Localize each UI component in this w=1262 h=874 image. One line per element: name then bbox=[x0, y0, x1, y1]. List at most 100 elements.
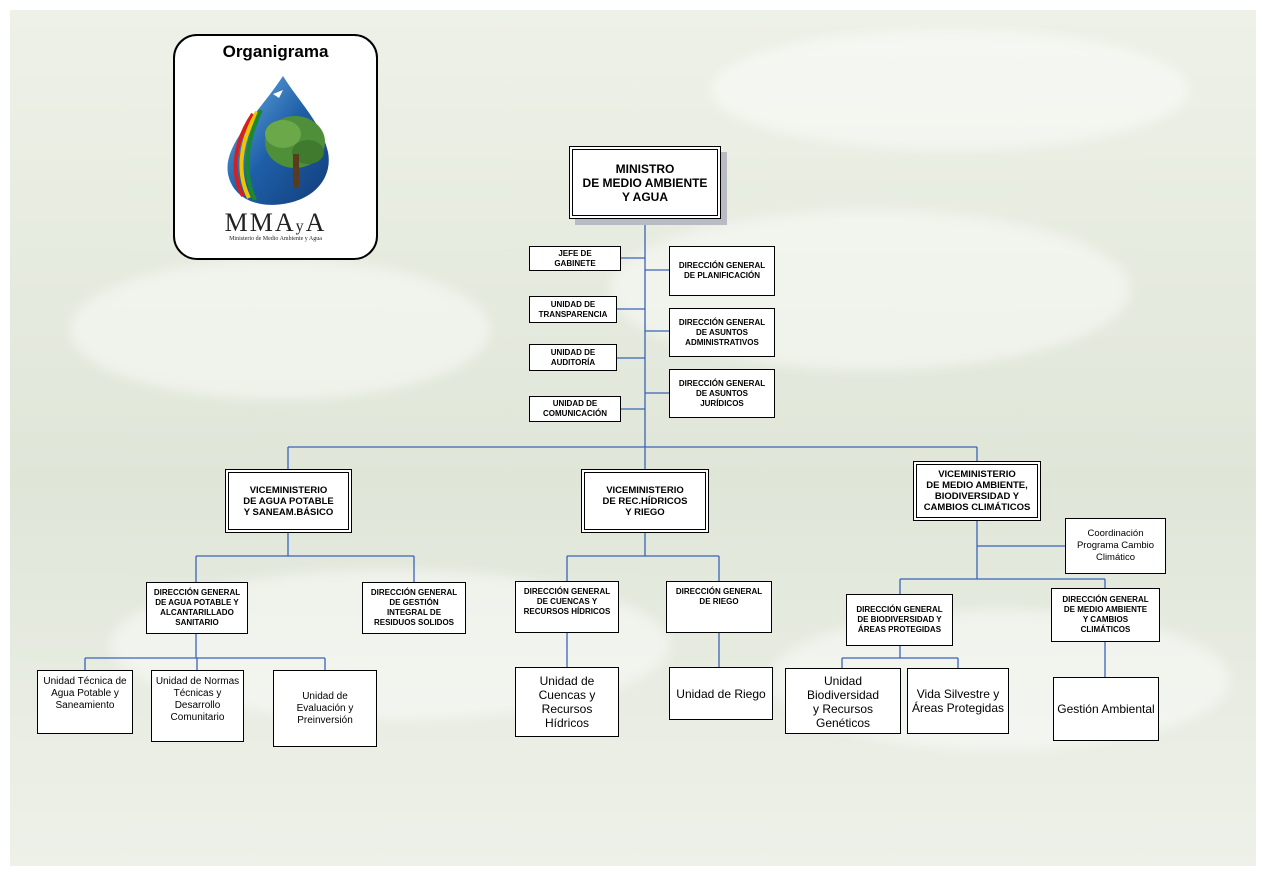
box-text: Genéticos bbox=[815, 716, 871, 730]
logo-subtitle: Ministerio de Medio Ambiente y Agua bbox=[229, 236, 322, 242]
box-text: DE ASUNTOS bbox=[695, 327, 748, 337]
box-text: AUDITORÍA bbox=[550, 357, 596, 367]
box-text: SANITARIO bbox=[175, 618, 219, 627]
box-text: DE PLANIFICACIÓN bbox=[683, 271, 760, 280]
box-text: Preinversión bbox=[297, 714, 353, 726]
box-text: DE REC.HÍDRICOS bbox=[602, 495, 688, 507]
box-text: CLIMÁTICOS bbox=[1080, 625, 1131, 634]
box-text: DE MEDIO AMBIENTE bbox=[1063, 605, 1148, 614]
water-drop-logo-icon bbox=[227, 76, 329, 205]
box-text: Unidad de bbox=[539, 674, 595, 688]
box-text: VICEMINISTERIO bbox=[249, 484, 328, 496]
box-text: Y CAMBIOS bbox=[1082, 615, 1129, 624]
box-text: INTEGRAL DE bbox=[386, 608, 442, 617]
box-text: DIRECCIÓN GENERAL bbox=[523, 587, 611, 596]
box-text: COMUNICACIÓN bbox=[543, 409, 607, 418]
box-text: Cuencas y bbox=[538, 688, 596, 702]
box-text: DE RIEGO bbox=[699, 597, 739, 606]
box-text: DE ASUNTOS bbox=[695, 388, 748, 398]
box-text: Desarrollo bbox=[174, 700, 221, 711]
box-text: DIRECCIÓN GENERAL bbox=[370, 588, 458, 597]
background-cloud bbox=[710, 30, 1190, 150]
box-text: Unidad Biodiversidad bbox=[806, 674, 880, 702]
box-text: UNIDAD DE bbox=[552, 399, 598, 408]
box-text: DIRECCIÓN GENERAL bbox=[678, 378, 766, 388]
box-text: Coordinación bbox=[1087, 528, 1144, 539]
box-text: ALCANTARILLADO bbox=[160, 608, 234, 617]
box-text: DE AGUA POTABLE bbox=[243, 495, 334, 507]
box-text: RESIDUOS SOLIDOS bbox=[373, 618, 454, 627]
box-text: DIRECCIÓN GENERAL bbox=[678, 261, 766, 270]
minister-line: MINISTRO bbox=[615, 161, 675, 176]
box-text: Unidad de bbox=[302, 690, 348, 702]
box-text: UNIDAD DE bbox=[550, 299, 596, 309]
box-text: DE BIODIVERSIDAD Y bbox=[857, 615, 942, 624]
box-text: GABINETE bbox=[554, 258, 596, 268]
logo-mark-main: MMA bbox=[224, 208, 296, 237]
box-text: Y RIEGO bbox=[625, 506, 665, 518]
box-text: Unidad de Riego bbox=[676, 686, 766, 701]
logo-wordmark: MMAyA bbox=[175, 208, 376, 238]
background-cloud bbox=[70, 260, 490, 400]
box-text: Comunitario bbox=[170, 712, 225, 723]
box-text: JURÍDICOS bbox=[700, 398, 744, 408]
box-text: VICEMINISTERIO bbox=[938, 469, 1016, 480]
logo-mark-end: A bbox=[305, 208, 327, 237]
box-text: TRANSPARENCIA bbox=[538, 309, 608, 319]
box-text: Unidad Técnica de bbox=[43, 676, 127, 687]
box-text: BIODIVERSIDAD Y bbox=[934, 491, 1020, 502]
box-text: Recursos Hídricos bbox=[541, 702, 593, 730]
box-text: Saneamiento bbox=[55, 700, 115, 711]
logo-card: Organigrama MMAyA Ministerio de Medio Am… bbox=[173, 34, 378, 260]
box-text: DE AGUA POTABLE Y bbox=[155, 598, 239, 607]
unit-box-riego: Unidad de Riego bbox=[669, 667, 773, 720]
box-text: ADMINISTRATIVOS bbox=[685, 337, 759, 347]
box-text: DE GESTIÓN bbox=[389, 598, 439, 607]
box-text: CAMBIOS CLIMÁTICOS bbox=[923, 502, 1031, 513]
box-text: Evaluación y bbox=[296, 702, 354, 714]
box-text: DE MEDIO AMBIENTE, bbox=[926, 480, 1028, 491]
box-text: UNIDAD DE bbox=[550, 347, 596, 357]
box-text: DIRECCIÓN GENERAL bbox=[678, 317, 766, 327]
box-text: DIRECCIÓN GENERAL bbox=[856, 605, 943, 614]
logo-title: Organigrama bbox=[222, 42, 329, 61]
box-text: Y SANEAM.BÁSICO bbox=[243, 506, 334, 518]
box-text: Unidad de Normas bbox=[155, 676, 240, 687]
box-text: DIRECCIÓN GENERAL bbox=[675, 587, 763, 596]
box-text: Agua Potable y bbox=[51, 688, 119, 699]
box-text: Climático bbox=[1095, 552, 1136, 563]
box-text: DE CUENCAS Y bbox=[536, 597, 598, 606]
box-text: Áreas Protegidas bbox=[911, 701, 1005, 715]
box-text: DIRECCIÓN GENERAL bbox=[153, 588, 241, 597]
box-text: RECURSOS HÍDRICOS bbox=[523, 607, 611, 616]
minister-line: DE MEDIO AMBIENTE bbox=[582, 175, 708, 190]
box-text: y Recursos bbox=[812, 702, 874, 716]
box-text: DIRECCIÓN GENERAL bbox=[1062, 595, 1149, 604]
box-text: Programa Cambio bbox=[1076, 540, 1155, 551]
box-text: ÁREAS PROTEGIDAS bbox=[857, 625, 942, 634]
box-text: JEFE DE bbox=[558, 248, 592, 258]
box-text: Vida Silvestre y bbox=[916, 687, 1000, 701]
minister-line: Y AGUA bbox=[621, 189, 668, 204]
logo-mark-small: y bbox=[295, 218, 306, 235]
